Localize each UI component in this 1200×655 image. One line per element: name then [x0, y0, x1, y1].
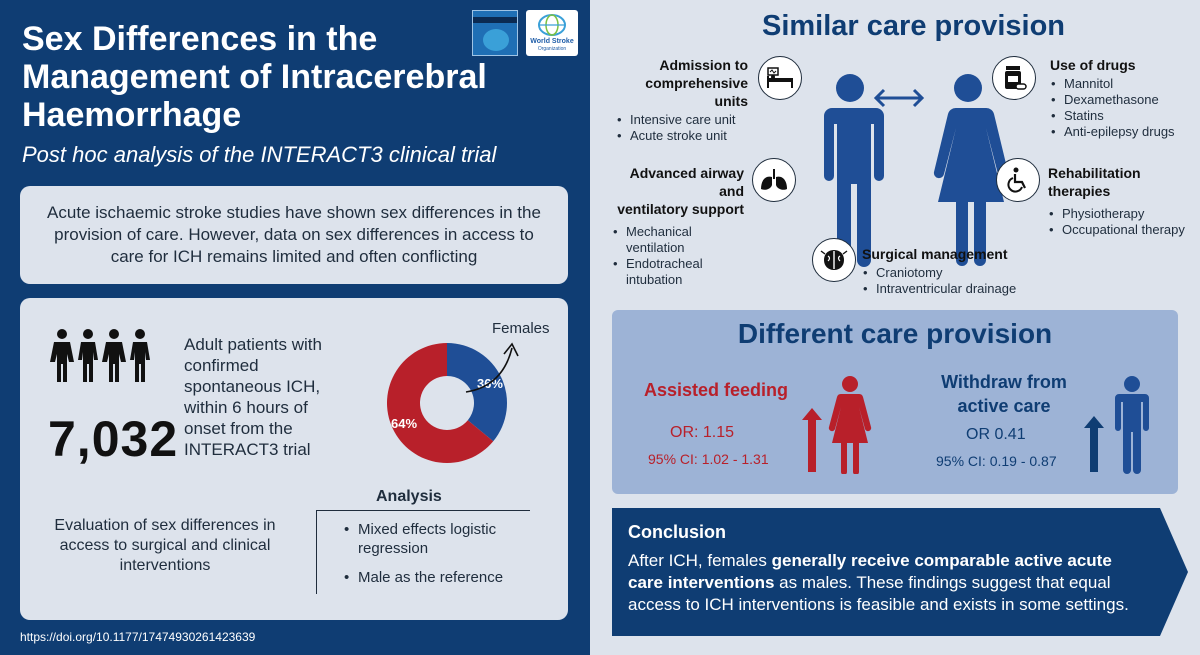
different-care-title: Different care provision — [737, 318, 1053, 349]
conclusion-pre: After ICH, females — [628, 551, 772, 570]
list-item: Statins — [1050, 108, 1190, 124]
conclusion-box: Conclusion After ICH, females generally … — [612, 508, 1188, 636]
list-item: Intensive care unit — [616, 112, 748, 128]
withdraw-care-or: OR 0.41 — [966, 426, 1026, 443]
female-up-arrow-icon — [802, 376, 872, 474]
patient-count: 7,032 — [48, 411, 179, 467]
analysis-bracket — [316, 510, 530, 594]
list-item: Mixed effects logistic regression — [342, 520, 542, 558]
conclusion-text: After ICH, females generally receive com… — [628, 550, 1148, 616]
list-item: Mechanical ventilation — [612, 224, 744, 256]
admission-heading-2: comprehensive units — [645, 75, 748, 109]
withdraw-care-ci: 95% CI: 0.19 - 0.87 — [936, 453, 1057, 469]
list-item: Craniotomy — [862, 265, 1032, 281]
list-item: Male as the reference — [342, 568, 542, 587]
list-item: Occupational therapy — [1048, 222, 1198, 238]
pill-bottle-icon — [992, 56, 1036, 100]
donut-slice-females — [447, 343, 508, 442]
females-label: Females — [492, 320, 550, 337]
conclusion-title: Conclusion — [628, 522, 726, 542]
surgical-block: Surgical management Craniotomy Intravent… — [862, 245, 1032, 297]
drugs-block: Use of drugs Mannitol Dexamethasone Stat… — [1050, 56, 1190, 140]
similar-care-title: Similar care provision — [762, 10, 1066, 42]
conclusion-arrow-shape — [612, 508, 1188, 636]
brain-surgery-icon — [812, 238, 856, 282]
people-icon — [50, 329, 150, 382]
rehab-block: Rehabilitation therapies Physiotherapy O… — [1048, 164, 1198, 238]
list-item: Dexamethasone — [1050, 92, 1190, 108]
withdraw-care-title: Withdraw from active care — [924, 370, 1084, 418]
donut-slice-males — [387, 343, 494, 463]
list-item: Acute stroke unit — [616, 128, 748, 144]
rehab-heading-1: Rehabilitation — [1048, 165, 1141, 181]
wso-sub: Organization — [537, 46, 567, 52]
conclusion-bold: generally receive comparable active acut… — [628, 551, 1112, 592]
intro-box: Acute ischaemic stroke studies have show… — [20, 186, 568, 284]
assisted-feeding-ci: 95% CI: 1.02 - 1.31 — [648, 451, 769, 467]
wso-logo: World Stroke Organization — [526, 10, 578, 56]
withdraw-title-line-2: active care — [957, 396, 1051, 416]
admission-block: Admission to comprehensive units Intensi… — [616, 56, 748, 144]
analysis-title: Analysis — [376, 488, 442, 505]
list-item: Mannitol — [1050, 76, 1190, 92]
page-subtitle: Post hoc analysis of the INTERACT3 clini… — [22, 142, 497, 167]
assisted-feeding-or: OR: 1.15 — [670, 424, 735, 441]
patients-description: Adult patients with confirmed spontaneou… — [184, 335, 322, 459]
male-up-arrow-icon — [1084, 376, 1149, 474]
assisted-feeding-title: Assisted feeding — [644, 380, 789, 400]
hospital-bed-icon — [758, 56, 802, 100]
analysis-list: Mixed effects logistic regression Male a… — [342, 520, 542, 597]
list-item: Intraventricular drainage — [862, 281, 1032, 297]
male-female-figures-icon — [824, 74, 1009, 267]
globe-icon — [538, 14, 566, 36]
intro-text: Acute ischaemic stroke studies have show… — [47, 203, 541, 266]
doi-link[interactable]: https://doi.org/10.1177/1747493026142363… — [20, 630, 256, 644]
surgical-heading: Surgical management — [862, 246, 1008, 262]
donut-label-males: 64% — [391, 416, 417, 431]
airway-heading-1: Advanced airway and — [629, 165, 744, 199]
page-title: Sex Differences in the Management of Int… — [22, 20, 487, 134]
left-panel: Sex Differences in the Management of Int… — [0, 0, 590, 655]
journal-cover-icon — [472, 10, 518, 56]
airway-heading-2: ventilatory support — [617, 201, 744, 217]
list-item: Anti-epilepsy drugs — [1050, 124, 1190, 140]
list-item: Physiotherapy — [1048, 206, 1198, 222]
list-item: Endotracheal intubation — [612, 256, 744, 288]
lungs-icon — [752, 158, 796, 202]
evaluation-text: Evaluation of sex differences in access … — [54, 517, 276, 574]
drugs-heading: Use of drugs — [1050, 57, 1136, 73]
withdraw-title-line-1: Withdraw from — [941, 372, 1067, 392]
rehab-heading-2: therapies — [1048, 183, 1111, 199]
airway-block: Advanced airway and ventilatory support … — [612, 164, 744, 288]
different-care-box: Different care provision Assisted feedin… — [612, 310, 1178, 494]
conclusion-post: as males. These findings suggest that eq… — [628, 573, 1129, 614]
curved-arrow-icon — [465, 342, 519, 393]
study-box: 7,032 Adult patients with confirmed spon… — [20, 298, 568, 620]
admission-heading-1: Admission to — [659, 57, 748, 73]
wheelchair-icon — [996, 158, 1040, 202]
wso-name: World Stroke — [530, 38, 574, 45]
